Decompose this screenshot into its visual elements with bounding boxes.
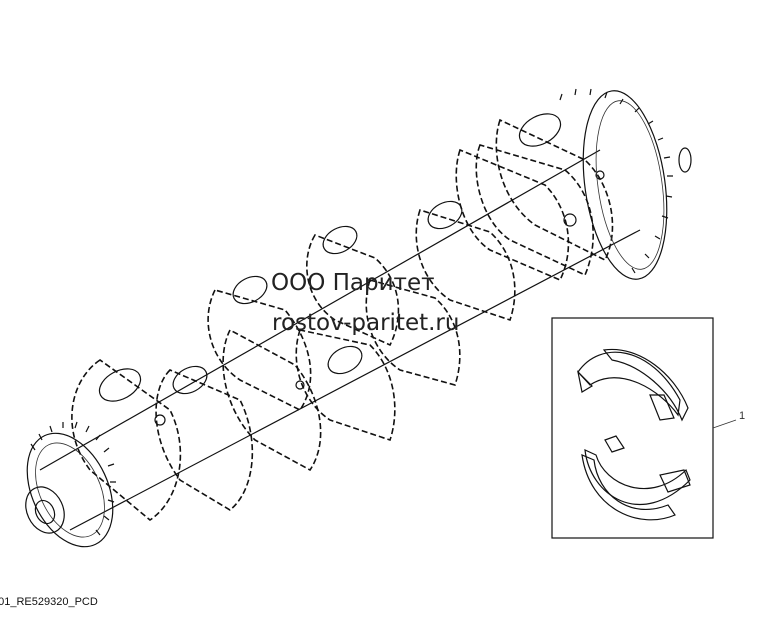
- crank-webs: [71, 118, 614, 521]
- crankshaft: [25, 88, 692, 548]
- bearing-inset: [551, 317, 714, 539]
- watermark-company: ООО Паритет: [271, 270, 435, 296]
- front-gear: [25, 421, 116, 548]
- callout-leader: [712, 419, 737, 429]
- watermark-url: rostov-paritet.ru: [272, 310, 460, 336]
- rear-gear: [559, 88, 692, 280]
- journals: [98, 113, 605, 426]
- figure-caption: 901_RE529320_PCD: [0, 596, 98, 608]
- callout-number: 1: [739, 410, 746, 422]
